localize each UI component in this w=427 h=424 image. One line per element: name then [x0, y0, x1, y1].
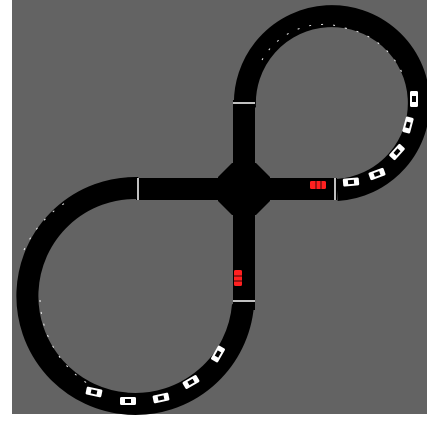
red-car-south-arm — [234, 270, 242, 286]
red-car-east-arm — [310, 181, 326, 189]
white-car — [410, 91, 418, 107]
white-car — [343, 177, 360, 186]
intersection-octagon — [218, 163, 270, 215]
north-arm — [233, 100, 255, 170]
west-arm — [136, 178, 226, 200]
south-arm — [233, 210, 255, 310]
white-car — [120, 397, 136, 405]
east-arm — [262, 178, 337, 200]
